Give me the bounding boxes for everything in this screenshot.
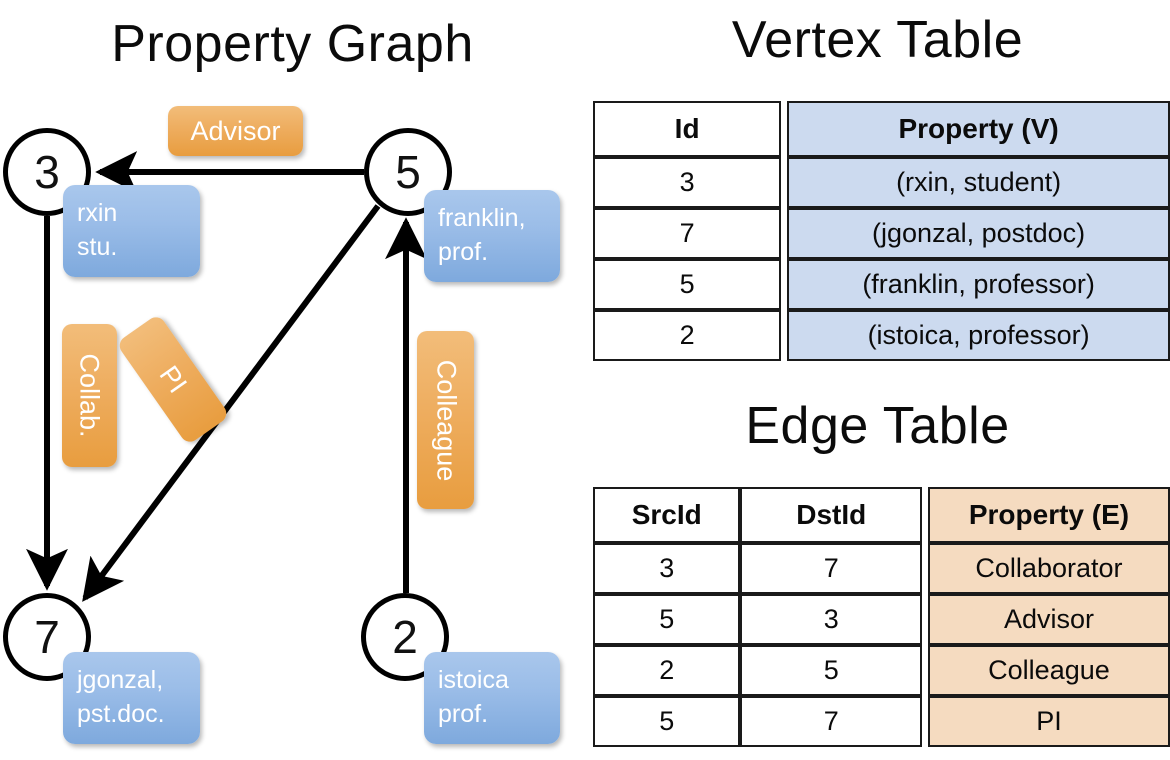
vertex-table-cell-property: (franklin, professor)	[787, 259, 1170, 310]
graph-vertex-2-label: 2	[392, 611, 418, 663]
edge-label-advisor: Advisor	[168, 106, 303, 156]
edge-5-to-7-pi	[82, 204, 381, 602]
edge-table-header-dstid: DstId	[740, 487, 923, 543]
table-row[interactable]: 7 (jgonzal, postdoc)	[593, 208, 1170, 259]
graph-vertex-2[interactable]: 2	[361, 593, 449, 681]
edge-table-header-property: Property (E)	[927, 487, 1170, 543]
edge-table-cell-property: Colleague	[927, 645, 1170, 696]
vertex-property-box-istoica: istoica prof.	[424, 652, 560, 744]
vertex-table-cell-id: 2	[593, 310, 782, 361]
vertex-table-cell-property: (jgonzal, postdoc)	[787, 208, 1170, 259]
table-row[interactable]: 3 7 Collaborator	[593, 543, 1170, 594]
vertex-table-cell-property: (rxin, student)	[787, 157, 1170, 208]
vertex-property-istoica-line2: prof.	[438, 699, 489, 728]
edge-table-cell-property: PI	[927, 696, 1170, 747]
vertex-table-header-property: Property (V)	[787, 101, 1170, 157]
edge-table-cell-dstid: 5	[740, 645, 923, 696]
edge-label-collab: Collab.	[62, 324, 117, 467]
vertex-property-rxin-line1: rxin	[77, 199, 118, 227]
edge-label-colleague-text: Colleague	[431, 359, 461, 481]
vertex-property-jgonzal-line1: jgonzal,	[77, 666, 164, 694]
page-title-edge-table: Edge Table	[745, 397, 1010, 455]
edge-table-header-srcid: SrcId	[593, 487, 741, 543]
vertex-table-cell-id: 7	[593, 208, 782, 259]
vertex-property-box-franklin: franklin, prof.	[424, 190, 560, 282]
edge-label-pi-text: PI	[153, 360, 194, 399]
edge-table-cell-dstid: 7	[740, 543, 923, 594]
vertex-table-cell-id: 5	[593, 259, 782, 310]
vertex-table-header-row: Id Property (V)	[593, 101, 1170, 157]
edge-table-cell-dstid: 7	[740, 696, 923, 747]
table-row[interactable]: 5 (franklin, professor)	[593, 259, 1170, 310]
vertex-table-header-id: Id	[593, 101, 782, 157]
graph-vertex-7-label: 7	[34, 611, 60, 663]
edge-label-collab-text: Collab.	[75, 353, 106, 438]
vertex-property-franklin-line2: prof.	[438, 237, 489, 266]
table-row[interactable]: 3 (rxin, student)	[593, 157, 1170, 208]
graph-vertex-5-label: 5	[395, 146, 421, 198]
table-row[interactable]: 5 3 Advisor	[593, 594, 1170, 645]
graph-vertex-5[interactable]: 5	[364, 128, 452, 216]
table-row[interactable]: 2 5 Colleague	[593, 645, 1170, 696]
edge-table-cell-property: Advisor	[927, 594, 1170, 645]
vertex-table: Id Property (V) 3 (rxin, student) 7 (jgo…	[593, 101, 1170, 361]
table-row[interactable]: 5 7 PI	[593, 696, 1170, 747]
edge-label-advisor-text: Advisor	[190, 115, 281, 146]
vertex-property-jgonzal-line2: pst.doc.	[77, 699, 165, 728]
edge-table: SrcId DstId Property (E) 3 7 Collaborato…	[593, 487, 1170, 747]
table-row[interactable]: 2 (istoica, professor)	[593, 310, 1170, 361]
vertex-property-istoica-line1: istoica	[438, 666, 509, 694]
graph-vertex-3-label: 3	[34, 146, 60, 198]
edge-table-cell-srcid: 5	[593, 696, 741, 747]
vertex-property-box-jgonzal: jgonzal, pst.doc.	[63, 652, 200, 744]
edge-table-cell-srcid: 5	[593, 594, 741, 645]
edge-table-cell-srcid: 3	[593, 543, 741, 594]
edge-table-cell-dstid: 3	[740, 594, 923, 645]
edge-table-cell-srcid: 2	[593, 645, 741, 696]
vertex-table-cell-property: (istoica, professor)	[787, 310, 1170, 361]
graph-edges-svg	[26, 151, 427, 602]
edge-table-cell-property: Collaborator	[927, 543, 1170, 594]
vertex-property-franklin-line1: franklin,	[438, 204, 526, 232]
page-title-property-graph: Property Graph	[111, 15, 474, 73]
edge-table-header-row: SrcId DstId Property (E)	[593, 487, 1170, 543]
vertex-property-box-rxin: rxin stu.	[63, 185, 200, 277]
vertex-table-cell-id: 3	[593, 157, 782, 208]
page-title-vertex-table: Vertex Table	[731, 11, 1024, 69]
property-graph-panel: Property Graph 3 5 7 2 rxin stu. frankli…	[3, 15, 560, 744]
vertex-property-rxin-line2: stu.	[77, 232, 118, 261]
edge-label-colleague: Colleague	[417, 331, 474, 509]
